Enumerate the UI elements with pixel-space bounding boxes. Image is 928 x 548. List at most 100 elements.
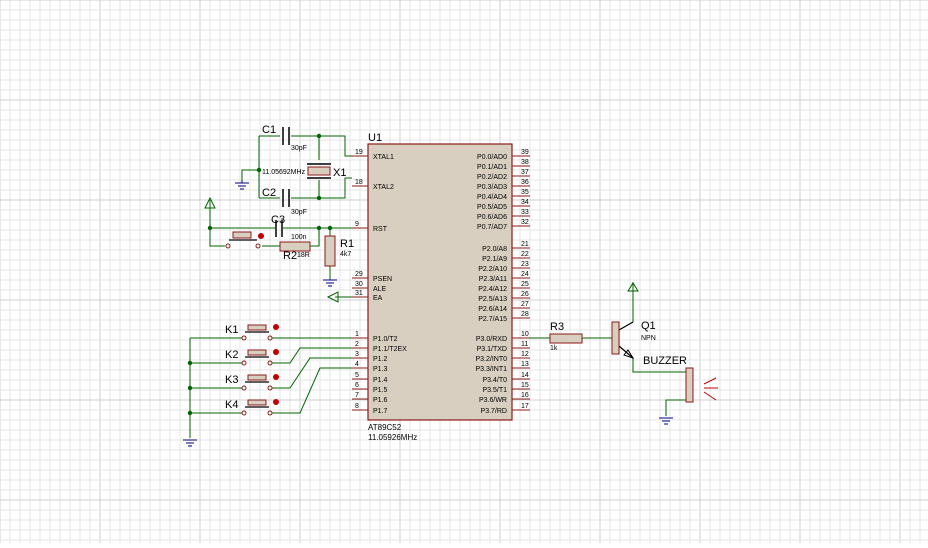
pin-label: EA <box>373 295 383 302</box>
mcu-u1[interactable]: U1 AT89C52 11.05926MHz 19XTAL118XTAL29RS… <box>352 132 530 442</box>
switch-ref: K4 <box>225 399 238 411</box>
transistor-q1[interactable] <box>611 321 635 359</box>
wire <box>310 228 320 247</box>
resistor-r2[interactable] <box>279 241 311 252</box>
power-terminal-ea <box>326 291 343 303</box>
pin-label: P3.5/T1 <box>482 387 507 394</box>
resistor-r3[interactable] <box>549 333 583 344</box>
junction-dot <box>327 225 333 231</box>
pin-label: P1.0/T2 <box>373 336 398 343</box>
capacitor-c2[interactable] <box>282 189 290 207</box>
pin-number: 6 <box>355 382 359 389</box>
junction-dot <box>256 167 262 173</box>
pin-label: P2.0/A8 <box>482 246 507 253</box>
x1-value: 11.05692MHz <box>262 169 306 176</box>
pin-label: P3.6/WR <box>479 397 507 404</box>
c1-value: 30pF <box>291 145 307 152</box>
pin-number: 29 <box>355 271 363 278</box>
key-switch-k2[interactable]: K2 <box>225 349 279 366</box>
mcu-body <box>367 143 513 421</box>
pin-number: 7 <box>355 392 359 399</box>
switch-cap <box>247 399 267 406</box>
pin-number: 33 <box>521 209 529 216</box>
pin-number: 2 <box>355 341 359 348</box>
pin-label: P0.3/AD3 <box>477 184 507 191</box>
junction-dot <box>316 195 322 201</box>
c1-ref: C1 <box>262 124 276 136</box>
c3-value: 100n <box>291 234 307 241</box>
pin-number: 12 <box>521 351 529 358</box>
pin-label: PSEN <box>373 276 392 283</box>
pin-label: P2.2/A10 <box>478 266 507 273</box>
resistor-r1[interactable] <box>324 235 336 267</box>
capacitor-c3[interactable] <box>275 220 283 237</box>
wire <box>632 358 686 373</box>
key-switch-k3[interactable]: K3 <box>225 374 279 391</box>
pin-number: 38 <box>521 159 529 166</box>
switch-dot <box>273 349 279 355</box>
pin-label: P1.4 <box>373 377 388 384</box>
pin-number: 39 <box>521 149 529 156</box>
junction-dot <box>207 225 213 231</box>
switch-dot <box>273 399 279 405</box>
pin-number: 21 <box>521 241 529 248</box>
wire <box>319 177 352 199</box>
capacitor-c1[interactable] <box>282 127 290 145</box>
emitter-arrow <box>623 349 635 359</box>
pin-number: 3 <box>355 351 359 358</box>
sound-wave <box>703 391 717 401</box>
power-terminal-reset <box>204 196 216 210</box>
wire <box>291 180 320 199</box>
wire <box>272 347 352 364</box>
pin-number: 10 <box>521 331 529 338</box>
switch-dot <box>258 233 264 239</box>
pin-number: 30 <box>355 281 363 288</box>
pin-number: 9 <box>355 221 359 228</box>
switch-contact <box>225 243 231 249</box>
r3-value: 1k <box>550 345 558 352</box>
pin-label: P0.6/AD6 <box>477 214 507 221</box>
r3-ref: R3 <box>550 321 564 333</box>
c3-ref: C3 <box>271 214 285 226</box>
ground-terminal-reset <box>323 279 337 287</box>
switch-ref: K3 <box>225 374 238 386</box>
resistor-body <box>324 235 336 267</box>
power-terminal-q1 <box>627 282 639 292</box>
r2-value: 18R <box>297 252 310 259</box>
pin-number: 17 <box>521 403 529 410</box>
pin-label: P2.6/A14 <box>478 306 507 313</box>
pin-number: 28 <box>521 311 529 318</box>
switch-ref: K2 <box>225 349 238 361</box>
c2-ref: C2 <box>262 187 276 199</box>
pin-label: P0.1/AD1 <box>477 164 507 171</box>
buzzer[interactable] <box>685 367 718 403</box>
mcu-pins: 19XTAL118XTAL29RST29PSEN30ALE31EA1P1.0/T… <box>352 149 530 415</box>
pin-label: P3.4/T0 <box>482 377 507 384</box>
pin-number: 31 <box>355 290 363 297</box>
switch-cap <box>247 374 267 381</box>
pin-label: P0.7/AD7 <box>477 224 507 231</box>
pin-label: XTAL1 <box>373 154 394 161</box>
resistor-body <box>549 333 583 344</box>
crystal-x1[interactable] <box>307 163 331 179</box>
reset-switch[interactable] <box>225 231 264 249</box>
pin-label: P2.1/A9 <box>482 256 507 263</box>
switch-dot <box>273 374 279 380</box>
switch-contact <box>241 360 247 366</box>
pin-number: 35 <box>521 189 529 196</box>
pin-number: 24 <box>521 271 529 278</box>
wires <box>189 135 686 438</box>
key-switch-k4[interactable]: K4 <box>225 399 279 416</box>
pin-number: 13 <box>521 361 529 368</box>
key-switch-k1[interactable]: K1 <box>225 324 279 341</box>
pin-label: P3.3/INT1 <box>475 366 507 373</box>
pin-number: 8 <box>355 403 359 410</box>
pin-number: 15 <box>521 382 529 389</box>
ground-terminal-keys <box>183 439 197 447</box>
pin-label: P1.2 <box>373 356 388 363</box>
wire <box>209 210 225 247</box>
pin-label: P1.1/T2EX <box>373 346 407 353</box>
pin-number: 32 <box>521 219 529 226</box>
sound-wave <box>703 377 717 385</box>
